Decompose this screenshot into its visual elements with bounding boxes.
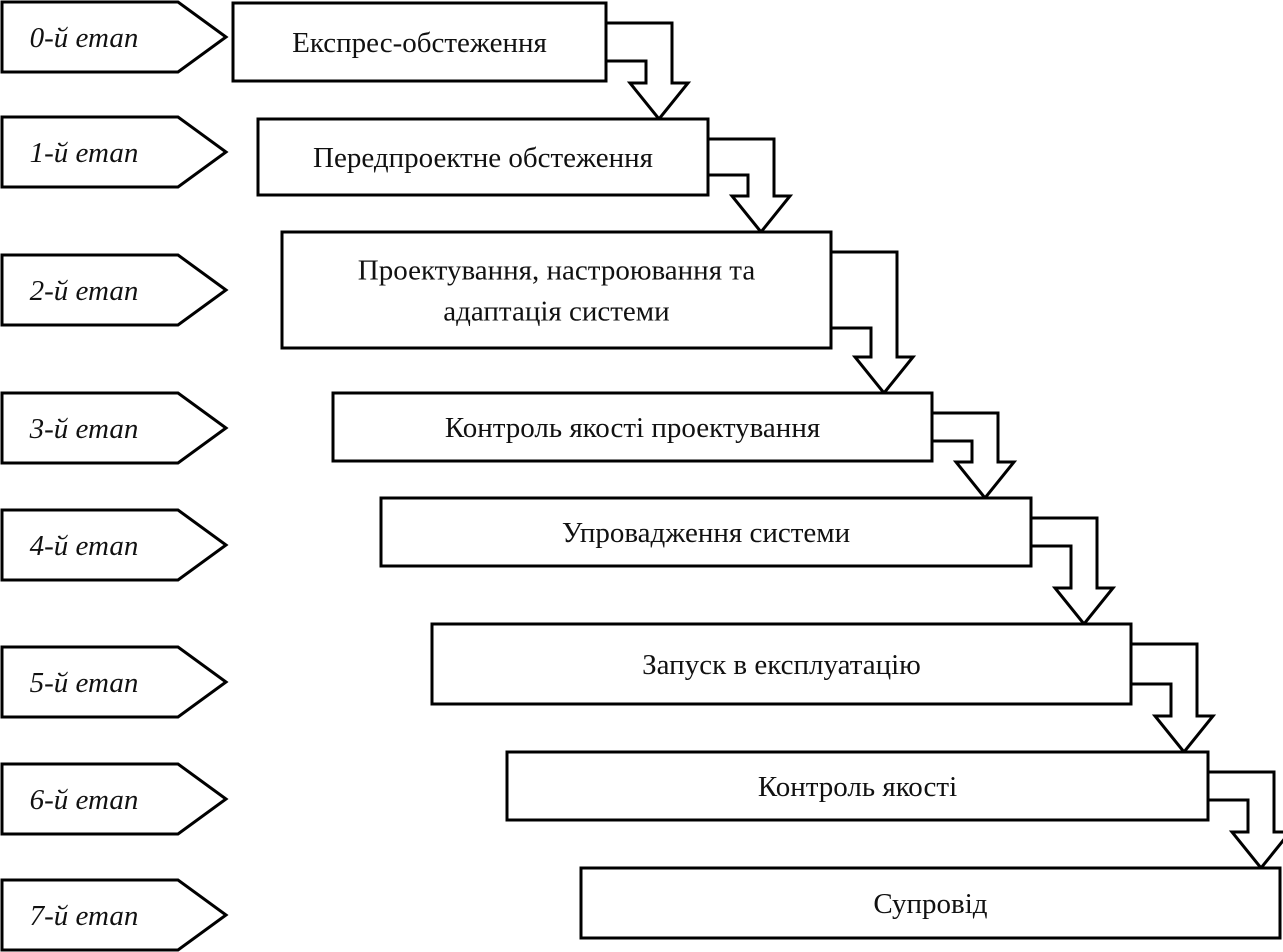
stage-tag: 0-й етап	[0, 0, 229, 74]
step-label: Запуск в експлуатацію	[642, 649, 921, 681]
step-box: Упровадження системи	[379, 496, 1033, 568]
step-label: адаптація системи	[443, 296, 669, 328]
stage-tag: 6-й етап	[0, 762, 229, 836]
stage-label: 2-й етап	[30, 275, 139, 307]
arrow-down-icon	[1029, 516, 1117, 627]
step-label: Передпроектне обстеження	[313, 142, 653, 174]
stage-tag-shape	[0, 253, 229, 327]
arrow-down-icon	[829, 250, 917, 396]
stage-tag-shape	[0, 508, 229, 582]
arrow-down-icon	[930, 411, 1018, 501]
stage-tag: 3-й етап	[0, 391, 229, 465]
step-box-frame	[430, 622, 1133, 706]
step-label: Упровадження системи	[562, 517, 850, 549]
stage-label: 7-й етап	[30, 900, 139, 932]
stage-tag-shape	[0, 762, 229, 836]
step-box-frame	[231, 1, 608, 83]
stage-tag: 7-й етап	[0, 878, 229, 952]
step-box-frame	[579, 866, 1282, 940]
step-box: Супровід	[579, 866, 1282, 940]
step-box: Експрес-обстеження	[231, 1, 608, 83]
stage-tag: 2-й етап	[0, 253, 229, 327]
step-box: Контроль якості	[505, 750, 1210, 822]
step-box: Передпроектне обстеження	[256, 117, 710, 197]
step-box-frame	[331, 391, 934, 463]
arrow-down-icon	[604, 21, 692, 122]
stage-label: 1-й етап	[30, 137, 139, 169]
stage-tag: 1-й етап	[0, 115, 229, 189]
stage-tag-shape	[0, 878, 229, 952]
arrow-down-icon	[1129, 642, 1217, 755]
stage-tag-shape	[0, 391, 229, 465]
stage-label: 5-й етап	[30, 667, 139, 699]
step-box-frame	[505, 750, 1210, 822]
step-box: Проектування, настроювання та адаптація с…	[280, 230, 833, 350]
step-label: Контроль якості проектування	[445, 412, 820, 444]
step-box: Запуск в експлуатацію	[430, 622, 1133, 706]
stage-label: 0-й етап	[30, 22, 139, 54]
step-label: Експрес-обстеження	[292, 27, 547, 59]
step-box: Контроль якості проектування	[331, 391, 934, 463]
stage-label: 6-й етап	[30, 784, 139, 816]
arrow-down-icon	[1206, 770, 1283, 871]
step-label: Супровід	[873, 888, 987, 920]
step-box-frame	[280, 230, 833, 350]
stage-tag: 5-й етап	[0, 645, 229, 719]
step-label: Проектування, настроювання та	[358, 255, 756, 287]
step-box-frame	[256, 117, 710, 197]
arrow-down-icon	[706, 137, 794, 235]
stage-label: 3-й етап	[29, 413, 139, 445]
stage-tag-shape	[0, 645, 229, 719]
stage-tag: 4-й етап	[0, 508, 229, 582]
step-box-frame	[379, 496, 1033, 568]
stage-label: 4-й етап	[30, 530, 139, 562]
stage-tag-shape	[0, 0, 229, 74]
stage-tag-shape	[0, 115, 229, 189]
step-label: Контроль якості	[758, 771, 957, 803]
